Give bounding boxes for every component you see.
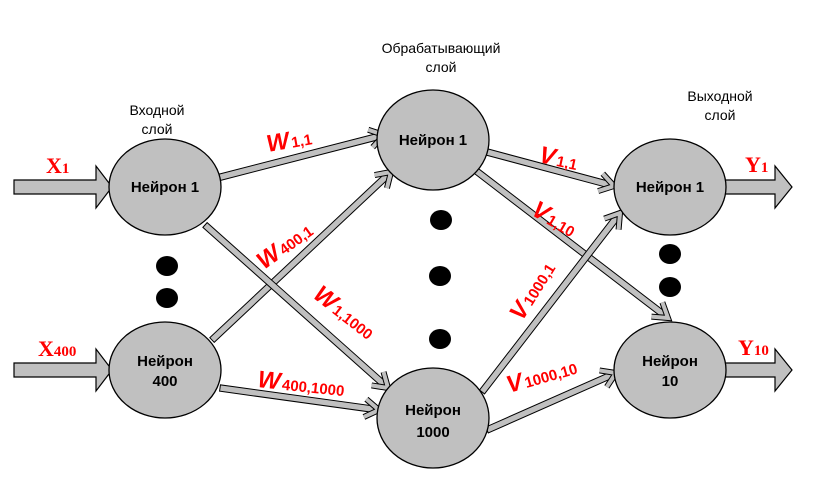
node-input-1: Нейрон 1	[108, 138, 222, 236]
input-label-x1: X1	[46, 153, 69, 178]
node-hidden-1000: Нейрон 1000	[376, 367, 490, 469]
node-output-1: Нейрон 1	[613, 138, 727, 236]
node-label: Нейрон 1	[131, 179, 199, 196]
conn-h1000-out1	[478, 208, 624, 395]
layer-title-output: Выходной	[687, 88, 752, 104]
weight-label-w4001000: W400,1000	[256, 366, 346, 402]
layer-title-output: слой	[705, 107, 736, 123]
node-label: Нейрон	[405, 402, 461, 419]
node-label: 400	[152, 373, 177, 390]
layer-title-hidden: слой	[426, 59, 457, 75]
output-ellipsis-dots	[659, 244, 681, 297]
connections	[202, 126, 673, 434]
conn-in1-h1000	[202, 221, 393, 392]
node-label: Нейрон	[137, 353, 193, 370]
layer-title-input: слой	[142, 121, 173, 137]
node-label: Нейрон 1	[636, 179, 704, 196]
node-label: Нейрон	[642, 353, 698, 370]
weight-label-w11000: W1,1000	[308, 280, 380, 345]
node-input-400: Нейрон 400	[108, 321, 222, 419]
node-label: Нейрон 1	[399, 132, 467, 149]
input-arrow-x400	[13, 347, 113, 393]
node-label: 10	[662, 373, 679, 390]
node-hidden-1: Нейрон 1	[376, 89, 490, 191]
node-output-10: Нейрон 10	[613, 321, 727, 419]
input-arrow-x1	[13, 164, 113, 210]
hidden-ellipsis-dots	[429, 210, 452, 349]
input-ellipsis-dots	[156, 256, 178, 308]
input-label-x400: X400	[38, 336, 76, 361]
layer-title-input: Входной	[129, 102, 184, 118]
output-arrow-y10	[721, 347, 793, 393]
weight-label-v10001: V1000,1	[504, 257, 561, 326]
output-label-y1: Y1	[745, 152, 768, 177]
weight-label-v110: V1,10	[527, 196, 581, 243]
output-label-y10: Y10	[738, 335, 769, 360]
layer-title-hidden: Обрабатывающий	[382, 40, 501, 56]
node-label: 1000	[416, 424, 449, 441]
output-arrow-y1	[721, 164, 793, 210]
